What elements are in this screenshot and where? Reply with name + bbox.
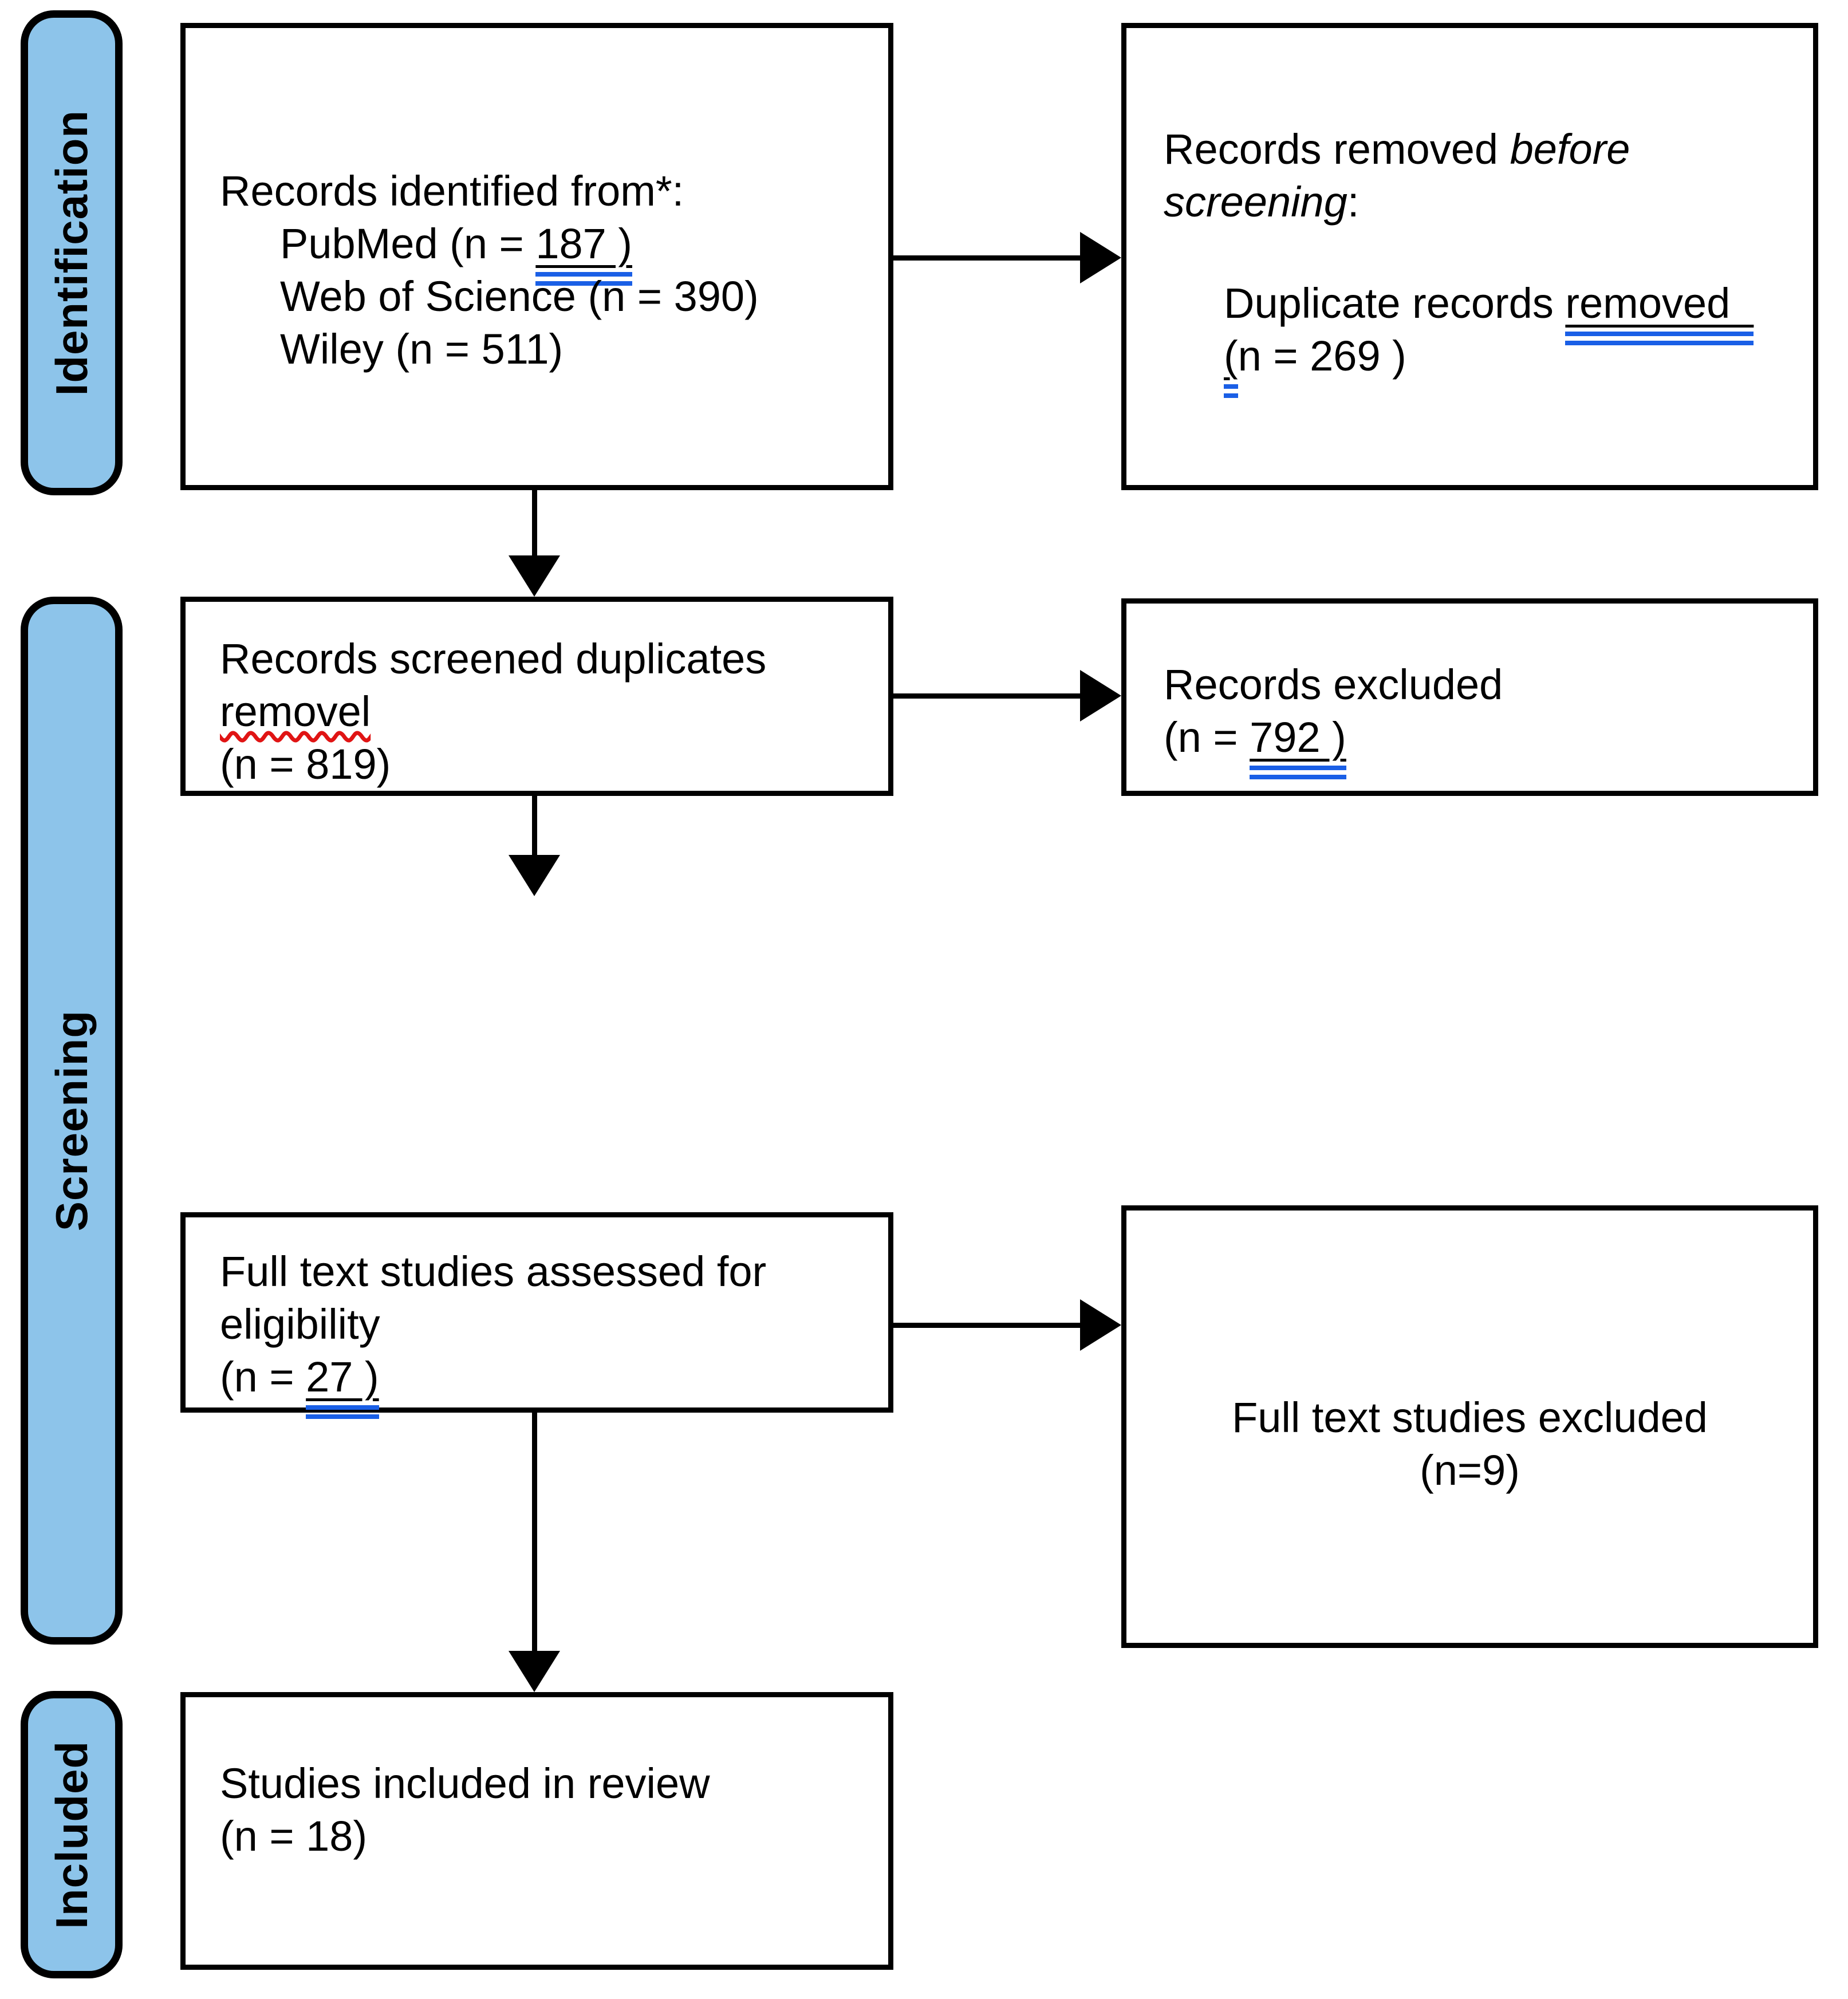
box-fulltext-assessed: Full text studies assessed for eligibili… <box>180 1212 893 1419</box>
studies-included-line1: Studies included in review <box>220 1760 710 1807</box>
box-studies-included: Studies included in review (n = 18) <box>180 1692 893 1970</box>
tracked-change-removed: removed <box>1565 279 1754 345</box>
records-identified-wos: Web of Science (n = 390) <box>280 273 759 320</box>
fulltext-excluded-count: (n=9) <box>1420 1446 1520 1494</box>
stage-label-identification-text: Identification <box>46 109 97 396</box>
tracked-change-27: 27 ) <box>306 1353 379 1419</box>
arrow-screened-to-excluded-head <box>1080 670 1121 721</box>
records-excluded-count: (n = 792 ) <box>1164 711 1784 779</box>
tracked-change-paren: ( <box>1224 332 1238 398</box>
duplicate-records-count: (n = 269 ) <box>1164 330 1784 398</box>
arrow-identified-to-removed-head <box>1080 232 1121 283</box>
box-records-identified: Records identified from*: PubMed (n = 18… <box>180 23 893 490</box>
tracked-change-792: 792 ) <box>1250 713 1346 779</box>
spellcheck-squiggle-removel: removel <box>220 688 371 735</box>
box-records-removed-before-screening: Records removed before screening: Duplic… <box>1121 23 1818 490</box>
stage-label-screening: Screening <box>21 597 123 1645</box>
records-identified-pubmed: PubMed (n = 187 ) <box>220 218 865 286</box>
stage-label-identification: Identification <box>21 10 123 495</box>
studies-included-count: (n = 18) <box>220 1812 368 1860</box>
arrow-screened-down-head <box>509 855 560 896</box>
arrow-screened-down-line <box>532 796 537 856</box>
arrow-identified-to-screened-head <box>509 555 560 597</box>
duplicate-records-removed-line: Duplicate records removed <box>1164 277 1784 345</box>
fulltext-excluded-line1: Full text studies excluded <box>1232 1393 1708 1441</box>
records-screened-line1: Records screened duplicates <box>220 635 767 683</box>
arrow-assessed-to-included-head <box>509 1651 560 1692</box>
records-screened-count: (n = 819) <box>220 740 391 788</box>
fulltext-assessed-line2: eligibility <box>220 1300 380 1348</box>
tracked-change-187: 187 ) <box>535 220 632 286</box>
arrow-screened-to-excluded-line <box>893 693 1083 699</box>
records-identified-wiley: Wiley (n = 511) <box>280 325 564 373</box>
removed-before-title: Records removed before screening: <box>1164 125 1630 226</box>
fulltext-assessed-count: (n = 27 ) <box>220 1351 865 1419</box>
stage-label-included-text: Included <box>46 1740 97 1929</box>
records-screened-line2: removel <box>220 685 865 738</box>
box-records-excluded: Records excluded (n = 792 ) <box>1121 598 1818 796</box>
stage-label-included: Included <box>21 1691 123 1978</box>
records-excluded-line1: Records excluded <box>1164 661 1503 708</box>
records-identified-title: Records identified from*: <box>220 167 684 215</box>
arrow-assessed-to-included-line <box>532 1413 537 1652</box>
arrow-identified-to-screened-line <box>532 490 537 558</box>
arrow-assessed-to-ftexcluded-head <box>1080 1299 1121 1351</box>
arrow-assessed-to-ftexcluded-line <box>893 1323 1083 1328</box>
stage-label-screening-text: Screening <box>46 1010 97 1232</box>
arrow-identified-to-removed-line <box>893 255 1083 261</box>
fulltext-assessed-line1: Full text studies assessed for <box>220 1248 767 1295</box>
box-fulltext-excluded: Full text studies excluded (n=9) <box>1121 1205 1818 1648</box>
box-records-screened: Records screened duplicates removel (n =… <box>180 597 893 796</box>
